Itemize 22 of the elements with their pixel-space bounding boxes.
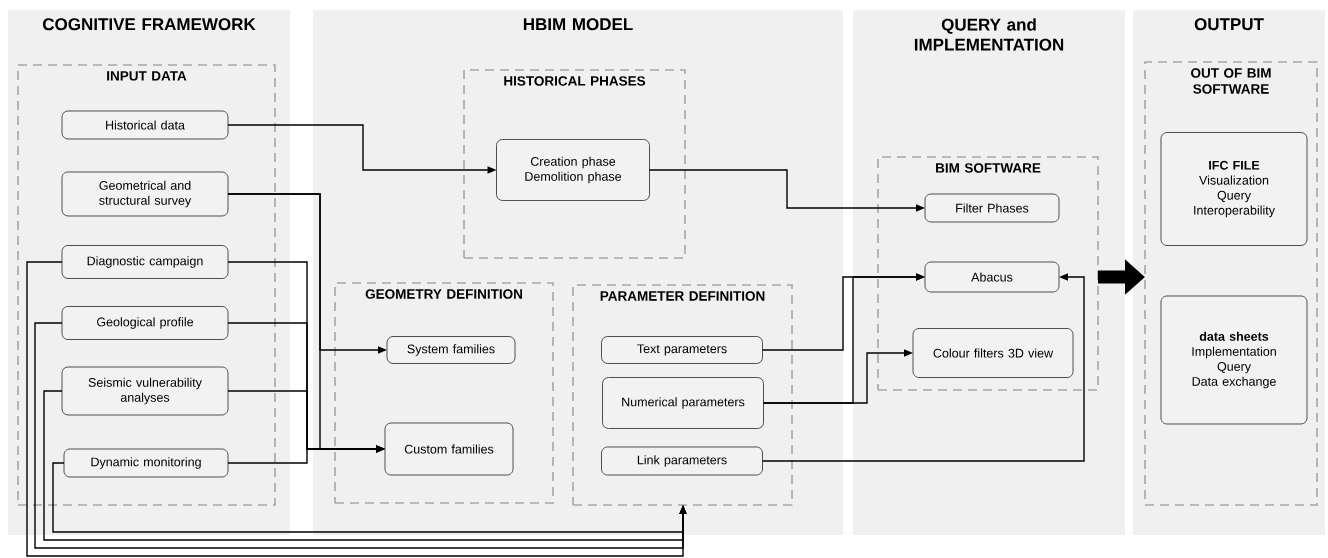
- arrow: [43, 390, 687, 541]
- arrow: [52, 462, 687, 533]
- process-box: Custom families: [384, 422, 514, 476]
- process-box: Link parameters: [601, 446, 763, 476]
- process-box: Filter Phases: [924, 193, 1060, 223]
- process-box: Colour filters 3D view: [912, 328, 1074, 378]
- process-box: Geometrical and structural survey: [61, 171, 229, 217]
- process-box: Historical data: [61, 110, 229, 140]
- arrow: [761, 273, 1085, 462]
- process-box: Diagnostic campaign: [61, 245, 229, 279]
- process-box: Text parameters: [601, 336, 763, 364]
- process-box: Geological profile: [61, 306, 229, 340]
- process-box: data sheets Implementation Query Data exchange: [1160, 295, 1308, 425]
- process-box: Dynamic monitoring: [63, 448, 229, 478]
- process-box: IFC FILE Visualization Query Interoperability: [1160, 132, 1308, 246]
- process-box: Abacus: [924, 261, 1060, 293]
- process-box: Creation phase Demolition phase: [496, 139, 650, 201]
- process-box: Seismic vulnerability analyses: [61, 366, 229, 416]
- arrow: [26, 261, 687, 557]
- process-box: System families: [386, 336, 516, 364]
- arrow: [34, 322, 687, 549]
- process-box: Numerical parameters: [602, 377, 764, 429]
